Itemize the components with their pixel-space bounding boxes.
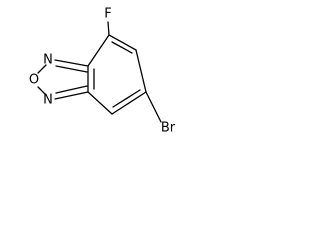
atom-label-bromine: Br xyxy=(161,121,176,136)
bond-n3-c3a-double xyxy=(55,85,88,94)
atom-label-oxygen: O xyxy=(29,73,39,88)
bond-c7a-c7 xyxy=(87,34,110,67)
bond-c7-c6 xyxy=(108,34,137,51)
bond-c7a-n1-double xyxy=(55,65,88,73)
bond-o-n3 xyxy=(37,86,47,96)
bond-n1-o xyxy=(37,64,47,74)
bond-c5-c4-double xyxy=(112,89,141,108)
bond-c6-c5 xyxy=(135,49,147,93)
atom-label-nitrogen-bottom: N xyxy=(43,93,53,108)
bond-c7-c6-double xyxy=(111,41,133,54)
bond-c7-f xyxy=(107,21,110,36)
atom-label-nitrogen-top: N xyxy=(43,53,53,68)
chemical-structure-diagram: F N O N Br xyxy=(29,7,176,136)
bond-c7a-n1 xyxy=(54,59,89,67)
bond-c5-br xyxy=(145,91,162,123)
bond-c5-c4 xyxy=(111,91,147,115)
bond-n3-c3a xyxy=(54,91,89,100)
bond-c4-c3a xyxy=(87,91,113,115)
atom-label-fluorine: F xyxy=(104,7,111,22)
